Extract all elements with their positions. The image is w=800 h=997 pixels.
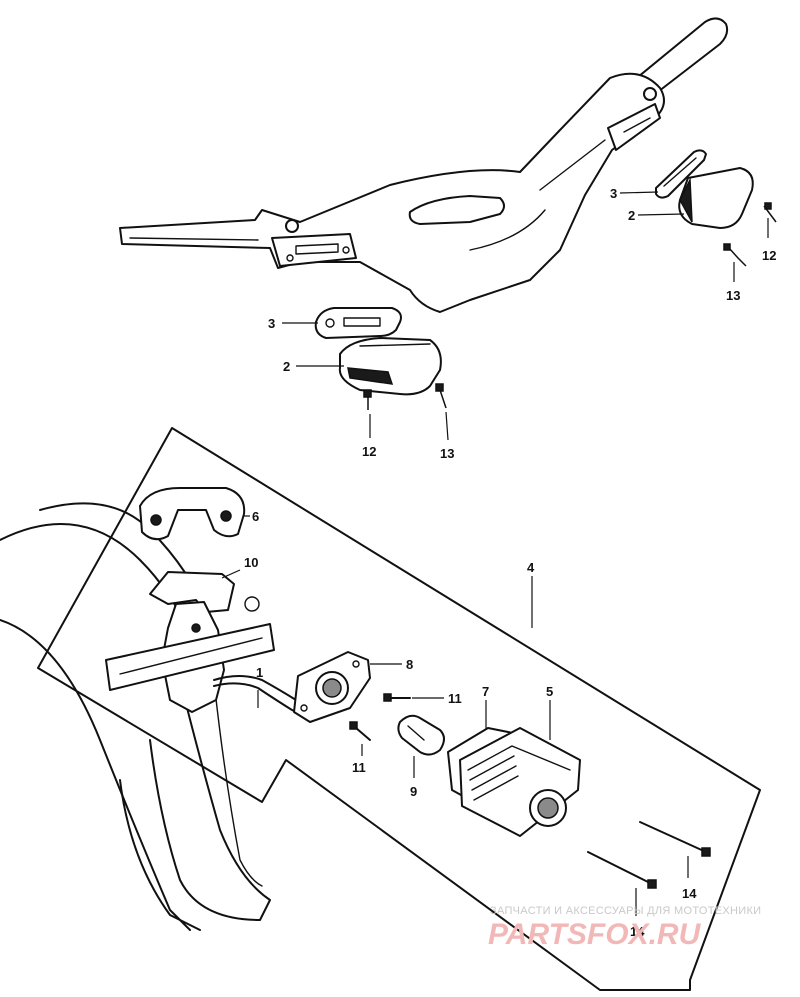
part-11-screws [349, 693, 444, 756]
part-14-screws [587, 821, 711, 916]
part-9-bulb [397, 714, 445, 778]
assembly-frame [37, 427, 761, 991]
watermark-tagline: ЗАПЧАСТИ И АКСЕССУАРЫ ДЛЯ МОТОТЕХНИКИ [490, 905, 761, 917]
callout-labels: 1 2 2 3 3 4 5 6 7 8 9 10 11 11 12 12 13 … [244, 186, 776, 939]
watermark: ЗАПЧАСТИ И АКСЕССУАРЫ ДЛЯ МОТОТЕХНИКИ PA… [488, 905, 761, 951]
callout-2-upper: 2 [628, 208, 635, 223]
part-8-socket [293, 651, 402, 723]
callout-11-left: 11 [352, 760, 366, 775]
callout-1: 1 [256, 665, 263, 680]
callout-6: 6 [252, 509, 259, 524]
callout-7: 7 [482, 684, 489, 699]
callout-14-lower: 14 [630, 924, 645, 939]
callout-14-upper: 14 [682, 886, 697, 901]
part-6-bracket [139, 487, 250, 541]
callout-12-middle: 12 [362, 444, 376, 459]
callout-13-upper: 13 [726, 288, 740, 303]
callout-3-middle: 3 [268, 316, 275, 331]
callout-9: 9 [410, 784, 417, 799]
callout-12-upper: 12 [762, 248, 776, 263]
callout-3-upper: 3 [610, 186, 617, 201]
watermark-brand: PARTSFOX.RU [488, 918, 702, 951]
callout-8: 8 [406, 657, 413, 672]
callout-5: 5 [546, 684, 553, 699]
callout-13-middle: 13 [440, 446, 454, 461]
part-10-mount [105, 569, 275, 713]
upper-switch-parts [619, 149, 777, 282]
fender [0, 502, 271, 931]
callout-2-middle: 2 [283, 359, 290, 374]
callout-4: 4 [527, 560, 535, 575]
middle-switch-parts [282, 307, 449, 441]
handlebar-assembly [119, 17, 729, 313]
callout-11-right: 11 [448, 691, 462, 706]
part-5-lens [459, 700, 581, 837]
callout-10: 10 [244, 555, 258, 570]
